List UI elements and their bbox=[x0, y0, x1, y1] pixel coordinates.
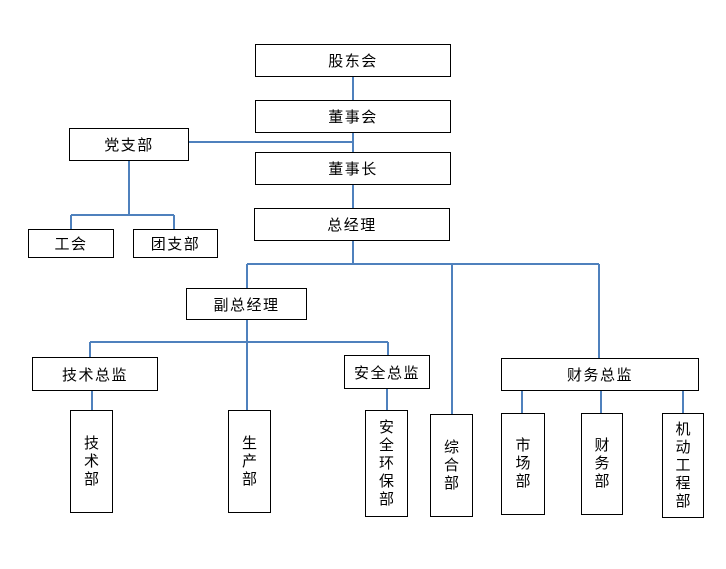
org-node-board-of-directors[interactable]: 董事会 bbox=[255, 100, 451, 133]
org-node-general-manager[interactable]: 总经理 bbox=[254, 208, 450, 241]
connector-line bbox=[90, 341, 388, 343]
org-node-label: 安全环保部 bbox=[377, 418, 395, 509]
connector-line bbox=[352, 241, 354, 264]
org-node-label: 市场部 bbox=[513, 437, 532, 491]
org-node-youth-league-branch[interactable]: 团支部 bbox=[133, 229, 218, 258]
org-node-safety-env-dept[interactable]: 安全环保部 bbox=[365, 410, 408, 517]
org-node-label: 董事会 bbox=[328, 108, 378, 126]
connector-line bbox=[246, 264, 248, 288]
org-node-finance-director[interactable]: 财务总监 bbox=[501, 358, 699, 391]
org-node-label: 安全总监 bbox=[353, 363, 420, 382]
connector-line bbox=[70, 215, 72, 229]
connector-line bbox=[387, 342, 389, 355]
org-node-label: 总经理 bbox=[327, 216, 377, 234]
connector-line bbox=[128, 161, 130, 215]
org-node-chairman[interactable]: 董事长 bbox=[255, 152, 451, 185]
connector-line bbox=[352, 77, 354, 100]
org-node-label: 工会 bbox=[54, 235, 88, 253]
connector-line bbox=[89, 342, 91, 357]
org-node-mechanical-engineering-dept[interactable]: 机动工程部 bbox=[662, 413, 704, 518]
connector-line bbox=[386, 389, 388, 410]
org-node-label: 董事长 bbox=[328, 160, 378, 178]
org-node-label: 生产部 bbox=[240, 434, 258, 489]
connector-line bbox=[247, 263, 599, 265]
org-node-deputy-general-manager[interactable]: 副总经理 bbox=[186, 288, 307, 320]
connector-line bbox=[246, 320, 248, 410]
org-node-labor-union[interactable]: 工会 bbox=[28, 229, 114, 258]
org-node-label: 综合部 bbox=[442, 438, 460, 493]
org-node-party-branch[interactable]: 党支部 bbox=[69, 128, 189, 161]
connector-line bbox=[600, 391, 602, 413]
connector-line bbox=[521, 391, 523, 413]
org-node-safety-director[interactable]: 安全总监 bbox=[344, 355, 430, 389]
org-node-marketing-dept[interactable]: 市场部 bbox=[501, 413, 545, 515]
connector-line bbox=[352, 185, 354, 208]
connector-line bbox=[352, 133, 354, 152]
org-node-technical-director[interactable]: 技术总监 bbox=[32, 357, 158, 391]
org-node-technical-dept[interactable]: 技术部 bbox=[70, 410, 113, 513]
connector-line bbox=[71, 214, 174, 216]
org-node-label: 党支部 bbox=[104, 136, 154, 154]
org-node-label: 股东会 bbox=[328, 52, 378, 70]
org-node-label: 技术总监 bbox=[61, 365, 128, 384]
org-node-label: 财务部 bbox=[592, 437, 611, 491]
org-node-label: 财务总监 bbox=[566, 366, 633, 384]
connector-line bbox=[91, 391, 93, 410]
connector-line bbox=[173, 215, 175, 229]
org-node-label: 团支部 bbox=[150, 235, 201, 253]
org-node-finance-dept[interactable]: 财务部 bbox=[581, 413, 623, 515]
org-node-shareholders-meeting[interactable]: 股东会 bbox=[255, 44, 451, 77]
connector-line bbox=[682, 391, 684, 413]
org-node-label: 机动工程部 bbox=[673, 420, 692, 511]
org-node-production-dept[interactable]: 生产部 bbox=[228, 410, 271, 513]
connector-line bbox=[451, 264, 453, 414]
org-node-general-affairs-dept[interactable]: 综合部 bbox=[430, 414, 473, 517]
org-node-label: 副总经理 bbox=[213, 295, 280, 314]
connector-line bbox=[598, 264, 600, 358]
connector-line bbox=[189, 141, 353, 143]
org-node-label: 技术部 bbox=[82, 434, 100, 489]
